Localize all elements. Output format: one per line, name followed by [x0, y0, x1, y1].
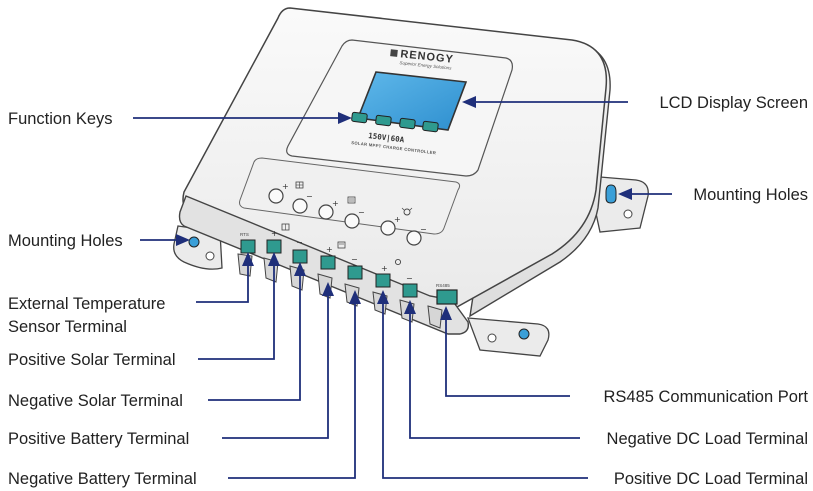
leader-rs485: [445, 318, 570, 397]
leader-positive-battery: [222, 292, 329, 439]
function-keys[interactable]: [351, 111, 439, 133]
terminal-sign: +: [326, 245, 333, 254]
mounting-hole-left: [188, 236, 200, 248]
terminal-sign: −: [406, 274, 413, 283]
led-sign: −: [420, 225, 427, 234]
rts-label: RTS: [240, 232, 249, 237]
negative-dc-load-terminal[interactable]: [402, 283, 418, 298]
terminal-sign: −: [351, 255, 358, 264]
solar-panel-icon: [295, 181, 304, 189]
negative-battery-terminal[interactable]: [347, 265, 363, 280]
leader-positive-solar: [198, 262, 275, 360]
ext-temp-sensor-terminal[interactable]: [240, 239, 256, 254]
led-sign: +: [394, 215, 401, 224]
rs485-label: RS485: [436, 283, 450, 288]
terminal-sign: +: [381, 264, 388, 273]
leader-lines: [133, 96, 672, 479]
bulb-icon: [394, 258, 402, 266]
battery-icon: [337, 241, 346, 249]
bottom-mounting-flange: [467, 317, 550, 357]
function-key-down[interactable]: [399, 117, 416, 130]
label-mounting-holes-right: Mounting Holes: [693, 186, 808, 204]
solar-led-positive: [268, 188, 284, 204]
terminal-sign: −: [296, 238, 303, 247]
brand-tagline: Superior Energy Solutions: [399, 60, 452, 71]
label-mounting-holes-left: Mounting Holes: [8, 232, 123, 250]
label-rs485: RS485 Communication Port: [603, 388, 808, 406]
battery-icon: [347, 196, 356, 204]
label-negative-solar: Negative Solar Terminal: [8, 392, 183, 410]
function-key-enter[interactable]: [422, 120, 439, 133]
positive-solar-terminal[interactable]: [266, 239, 282, 254]
mounting-hole-left-lower: [205, 251, 215, 261]
negative-solar-terminal[interactable]: [292, 249, 308, 264]
battery-led-negative: [344, 213, 360, 229]
brand-logo-mark: [390, 49, 398, 57]
solar-led-negative: [292, 198, 308, 214]
label-lcd-display: LCD Display Screen: [659, 94, 808, 112]
leader-negative-dc-load: [409, 310, 580, 439]
terminal-sign: +: [271, 229, 278, 238]
positive-dc-load-terminal[interactable]: [375, 273, 391, 288]
leader-negative-battery: [228, 300, 356, 479]
leader-negative-solar: [208, 272, 301, 401]
label-function-keys: Function Keys: [8, 110, 113, 128]
label-positive-battery: Positive Battery Terminal: [8, 430, 189, 448]
button-strip: [239, 157, 461, 235]
bulb-icon: [401, 207, 413, 216]
terminal-blocks: [240, 239, 458, 305]
arrowhead: [440, 306, 452, 320]
solar-panel-icon: [281, 223, 290, 231]
mounting-hole-right: [605, 184, 617, 204]
leader-ext-temp-sensor: [196, 262, 249, 303]
brand-logo: RENOGY Superior Energy Solutions: [390, 48, 455, 71]
led-sign: +: [332, 199, 339, 208]
arrowhead: [242, 252, 254, 266]
function-key-up[interactable]: [375, 114, 392, 127]
rs485-communication-port[interactable]: [436, 289, 458, 305]
right-mounting-flange: [587, 175, 649, 233]
mounting-hole-bottom-left: [487, 333, 497, 343]
positive-battery-terminal[interactable]: [320, 255, 336, 270]
led-sign: −: [306, 192, 313, 201]
arrowhead: [349, 290, 361, 304]
battery-led-positive: [318, 204, 334, 220]
mounting-hole-right-lower: [623, 209, 633, 219]
mounting-holes: [188, 184, 633, 343]
led-sign: −: [358, 208, 365, 217]
load-led-positive: [380, 220, 396, 236]
label-ext-temp-line2: Sensor Terminal: [8, 318, 127, 336]
arrowhead: [176, 234, 190, 246]
led-sign: +: [282, 182, 289, 191]
arrowhead: [377, 290, 389, 304]
label-positive-dc-load: Positive DC Load Terminal: [614, 470, 808, 488]
arrowhead: [404, 300, 416, 314]
load-led-negative: [406, 230, 422, 246]
callout-labels: Function Keys LCD Display Screen Mountin…: [8, 94, 808, 488]
function-key-menu[interactable]: [351, 111, 368, 124]
led-indicators: + − + − + −: [268, 181, 427, 246]
label-negative-dc-load: Negative DC Load Terminal: [607, 430, 808, 448]
label-negative-battery: Negative Battery Terminal: [8, 470, 197, 488]
lcd-display-screen: [356, 71, 468, 131]
arrowhead: [322, 282, 334, 296]
arrowhead: [462, 96, 476, 108]
leader-positive-dc-load: [382, 300, 588, 479]
arrowhead: [294, 262, 306, 276]
mounting-hole-bottom: [518, 328, 530, 340]
brand-name: RENOGY: [400, 48, 455, 66]
label-positive-solar: Positive Solar Terminal: [8, 351, 176, 369]
arrowhead: [618, 188, 632, 200]
arrowhead: [338, 112, 352, 124]
label-ext-temp-line1: External Temperature: [8, 295, 165, 313]
arrowhead: [268, 252, 280, 266]
